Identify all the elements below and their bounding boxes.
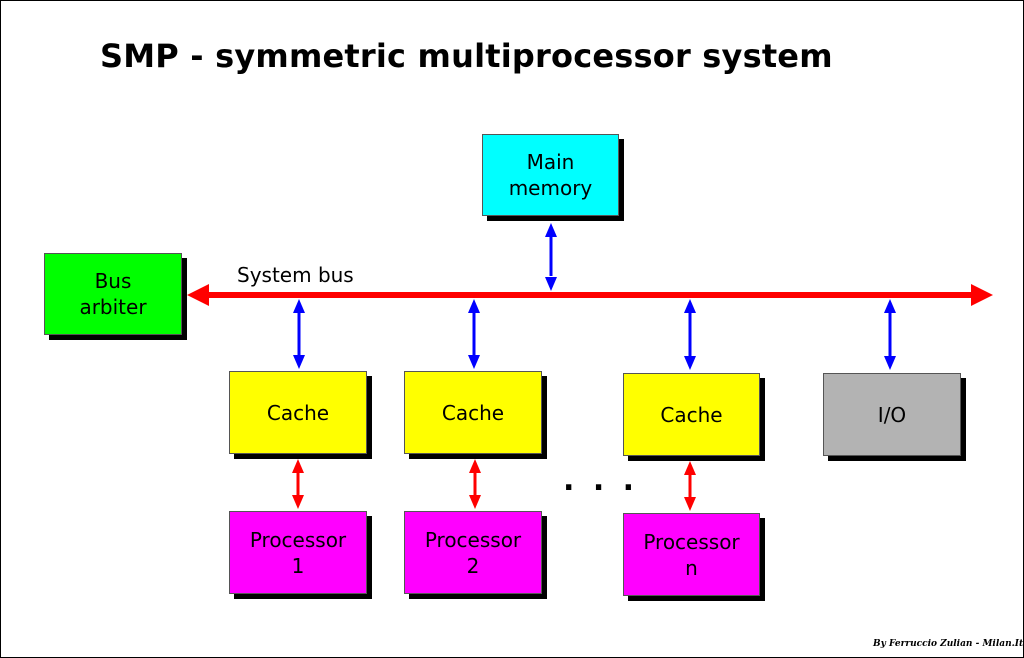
bus-cache-1-arrow: [293, 299, 305, 369]
main-memory-label: Main memory: [508, 150, 593, 200]
cache-2-box: Cache: [404, 371, 542, 454]
cache-n-processor-n-arrow: [684, 461, 696, 511]
cache-2-label: Cache: [441, 400, 505, 425]
processor-1-box: Processor 1: [229, 511, 367, 594]
processor-2-box: Processor 2: [404, 511, 542, 594]
bus-arbiter-label: Bus arbiter: [79, 269, 147, 319]
io-box: I/O: [823, 373, 961, 456]
cache-n-label: Cache: [660, 402, 723, 427]
processor-n-box: Processor n: [623, 513, 760, 596]
memory-bus-arrow: [545, 223, 557, 291]
main-memory-box: Main memory: [482, 134, 619, 216]
bus-io-arrow: [884, 299, 896, 370]
io-label: I/O: [877, 402, 907, 427]
bus-cache-2-arrow: [468, 299, 480, 369]
cache-n-box: Cache: [623, 373, 760, 456]
processor-1-label: Processor 1: [249, 527, 347, 578]
processor-2-label: Processor 2: [424, 527, 522, 578]
cache-1-processor-1-arrow: [292, 459, 304, 509]
bus-cache-n-arrow: [684, 299, 696, 370]
cache-1-label: Cache: [266, 400, 330, 425]
processor-n-label: Processor n: [643, 529, 740, 580]
system-bus-label: System bus: [237, 263, 354, 287]
author-credit: By Ferruccio Zulian - Milan.Italy: [873, 639, 1024, 649]
diagram-title: SMP - symmetric multiprocessor system: [100, 37, 833, 75]
cache-1-box: Cache: [229, 371, 367, 454]
more-processors-ellipsis: . . .: [563, 463, 639, 498]
cache-2-processor-2-arrow: [469, 459, 481, 509]
bus-arbiter-box: Bus arbiter: [44, 253, 182, 335]
system-bus-arrow: [187, 284, 993, 306]
